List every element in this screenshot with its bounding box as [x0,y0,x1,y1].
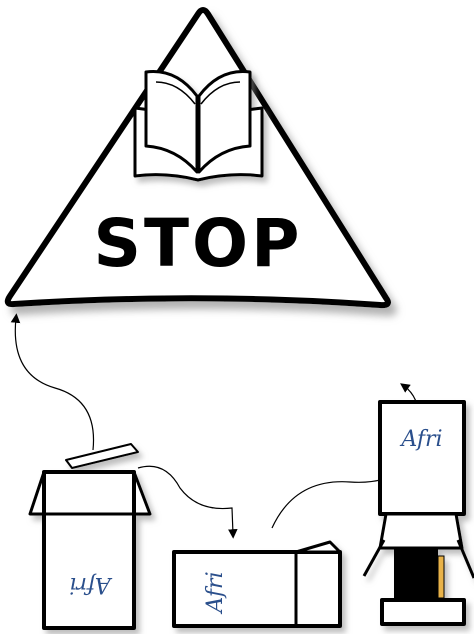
open-box-1: Afri [30,472,150,628]
book-3-label: Afri [399,427,442,452]
arrow-box1-to-box2 [138,466,233,534]
book-1-label: Afri [69,572,112,597]
lid-card [66,444,138,468]
sleeve-box-3: Afri [364,402,474,624]
horizontal-box-2: Afri [174,542,340,626]
arrow-to-stop [15,318,93,450]
book-2-label: Afri [203,571,228,614]
stop-label: STOP [93,205,302,282]
